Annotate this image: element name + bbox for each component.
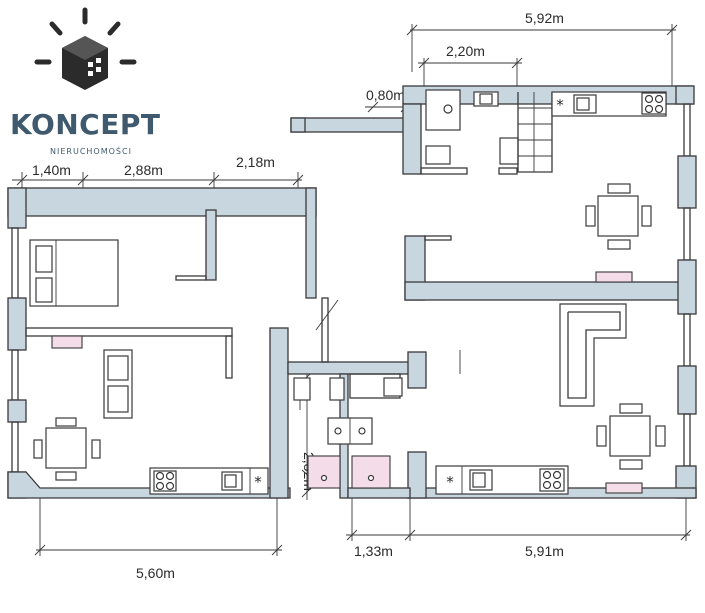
counter-corner-icon [425,89,461,131]
sofa-left-icon [103,349,133,419]
microwave-icon [221,471,243,491]
stairs-icon [517,92,553,173]
stove-bottom-icon [539,468,565,492]
shower-right-icon [351,455,391,489]
bed-icon [29,239,119,307]
furniture: * [29,89,667,495]
dim-top-small: 0,80m [366,87,405,103]
dining-table-left-icon [33,417,101,481]
dim-left-b: 2,88m [124,162,163,178]
logo: KONCEPT NIERUCHOMOŚCI [10,7,160,156]
dim-left-a: 1,40m [32,162,71,178]
kitchen-top-right: * [425,89,667,173]
fridge-top-asterisk-icon: * [556,96,564,114]
dining-table-right-bottom-icon [596,403,666,470]
brand-tagline: NIERUCHOMOŚCI [50,145,132,156]
toilet-mid-icon [329,377,345,401]
shower-left-icon [307,455,341,489]
dimension-labels: 5,92m 2,20m 0,80m 1,40m 2,88m 2,18m 2,82… [32,10,564,581]
chair-top-left-icon [425,145,451,165]
washer-icon [383,377,403,397]
kitchen-counter-right-bottom: * [435,465,569,495]
dim-top-overall: 5,92m [525,10,564,26]
toilet-left-icon [293,377,311,401]
dim-top-kitchen: 2,20m [446,43,485,59]
fridge-bottom-asterisk-icon: * [446,473,454,491]
dim-bottom-right: 5,91m [525,543,564,559]
microwave-bottom-icon [469,469,493,491]
stove-top-icon [641,92,667,115]
radiator-right-top-icon [595,271,633,283]
dim-bottom-mid: 1,33m [354,543,393,559]
dimension-lines [12,24,692,556]
kitchen-counter-left: * [149,467,269,495]
dim-left-c: 2,18m [236,154,275,170]
chair-top-mid-icon [499,137,519,165]
stove-icon [153,470,177,492]
fridge-asterisk-icon: * [254,473,262,491]
brand-name: KONCEPT [10,108,160,141]
bathroom-fixtures [293,377,403,489]
dim-bottom-left: 5,60m [136,565,175,581]
dining-table-right-top-icon [585,183,652,250]
house-cube-icon [34,7,137,90]
microwave-top-icon [573,94,597,114]
radiator-left-icon [51,335,83,349]
corner-sofa-icon [559,303,627,407]
radiator-right-bottom-icon [605,482,643,494]
